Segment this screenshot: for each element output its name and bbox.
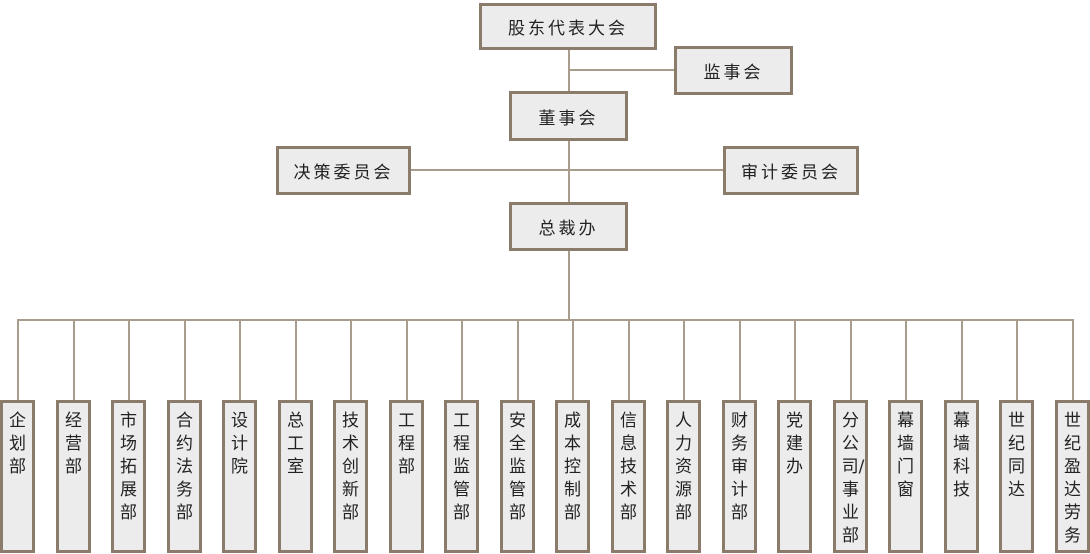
department-box: 世纪同达 [999, 400, 1034, 553]
department-drop-line [295, 319, 297, 401]
department-drop-line [1072, 319, 1074, 401]
decision-committee-box: 决策委员会 [276, 146, 411, 195]
department-drop-line [517, 319, 519, 401]
department-drop-line [128, 319, 130, 401]
department-drop-line [850, 319, 852, 401]
department-label: 财务审计部 [731, 411, 748, 523]
department-box: 党建办 [777, 400, 812, 553]
shareholders-meeting-box: 股东代表大会 [479, 3, 657, 50]
department-box: 合约法务部 [167, 400, 202, 553]
department-drop-line [794, 319, 796, 401]
department-drop-line [739, 319, 741, 401]
department-drop-line [17, 319, 19, 401]
department-box: 经营部 [56, 400, 91, 553]
department-box: 工程监管部 [444, 400, 479, 553]
department-label: 企划部 [9, 411, 26, 477]
connector-department-bus [17, 319, 1072, 321]
department-label: 世纪同达 [1008, 411, 1025, 500]
department-box: 技术创新部 [333, 400, 368, 553]
department-box: 成本控制部 [555, 400, 590, 553]
department-box: 财务审计部 [722, 400, 757, 553]
department-drop-line [239, 319, 241, 401]
connector-to-supervisory-board [568, 69, 676, 71]
department-drop-line [683, 319, 685, 401]
department-label: 成本控制部 [564, 411, 581, 523]
president-office-label: 总裁办 [538, 219, 599, 239]
president-office-box: 总裁办 [509, 202, 628, 251]
supervisory-board-label: 监事会 [703, 63, 764, 83]
department-box: 幕墙门窗 [888, 400, 923, 553]
department-label: 合约法务部 [176, 411, 193, 523]
department-box: 世纪盈达劳务 [1055, 400, 1090, 553]
department-label: 信息技术部 [620, 411, 637, 523]
decision-committee-label: 决策委员会 [293, 163, 394, 183]
department-label: 工程监管部 [453, 411, 470, 523]
supervisory-board-box: 监事会 [674, 46, 793, 95]
department-drop-line [628, 319, 630, 401]
department-drop-line [905, 319, 907, 401]
department-label: 设计院 [231, 411, 248, 477]
department-label: 市场拓展部 [120, 411, 137, 523]
department-drop-line [73, 319, 75, 401]
department-drop-line [406, 319, 408, 401]
department-drop-line [1016, 319, 1018, 401]
department-label: 党建办 [786, 411, 803, 477]
department-box: 企划部 [0, 400, 35, 553]
department-label: 幕墙门窗 [897, 411, 914, 500]
department-box: 设计院 [222, 400, 257, 553]
department-label: 人力资源部 [675, 411, 692, 523]
department-box: 幕墙科技 [944, 400, 979, 553]
department-drop-line [461, 319, 463, 401]
department-label: 技术创新部 [342, 411, 359, 523]
department-box: 信息技术部 [611, 400, 646, 553]
department-label: 经营部 [65, 411, 82, 477]
department-drop-line [961, 319, 963, 401]
department-box: 工程部 [389, 400, 424, 553]
department-label: 世纪盈达劳务 [1064, 411, 1081, 546]
audit-committee-label: 审计委员会 [741, 163, 841, 183]
department-drop-line [572, 319, 574, 401]
board-of-directors-box: 董事会 [509, 91, 628, 141]
audit-committee-box: 审计委员会 [723, 146, 859, 195]
department-drop-line [184, 319, 186, 401]
department-box: 安全监管部 [500, 400, 535, 553]
connector-committees [411, 169, 725, 171]
connector-president-departments [568, 250, 570, 320]
department-box: 分公司/事业部 [833, 400, 868, 553]
department-label: 分公司/事业部 [841, 411, 865, 546]
department-drop-line [350, 319, 352, 401]
connector-board-president [568, 141, 570, 203]
department-box: 人力资源部 [666, 400, 701, 553]
shareholders-meeting-label: 股东代表大会 [508, 19, 628, 39]
board-of-directors-label: 董事会 [538, 108, 599, 129]
department-box: 市场拓展部 [111, 400, 146, 553]
department-label: 幕墙科技 [953, 411, 970, 500]
department-label: 总工室 [287, 411, 304, 477]
department-label: 安全监管部 [509, 411, 526, 523]
department-label: 工程部 [398, 411, 415, 477]
department-box: 总工室 [278, 400, 313, 553]
